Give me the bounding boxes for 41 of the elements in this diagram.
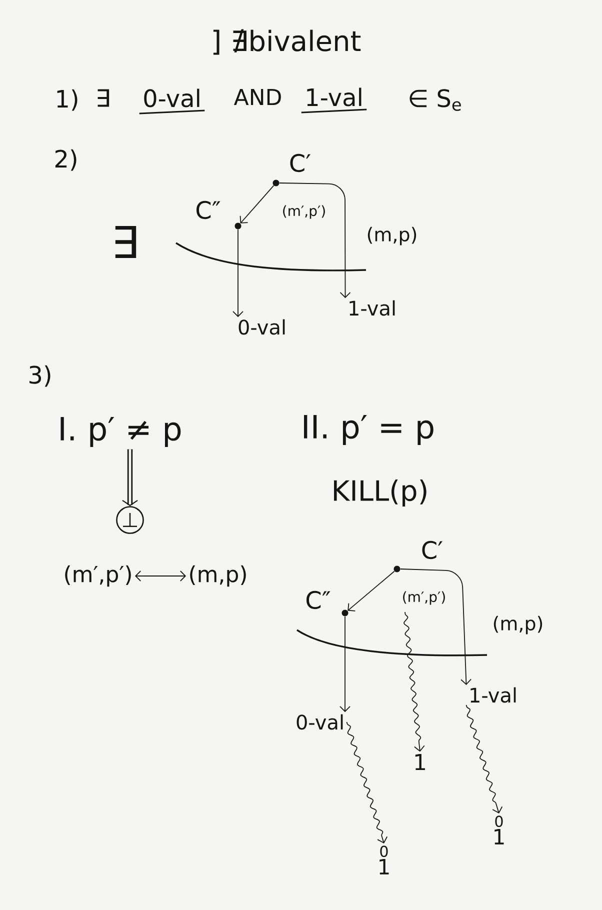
double-arrow (122, 449, 138, 506)
point-label: C′ (290, 154, 311, 172)
quantifier-symbol: ∃ (115, 226, 136, 258)
quantifier-symbol: ∃ (98, 89, 110, 107)
arrow (340, 616, 350, 712)
message-label: (m,p) (190, 565, 246, 587)
arrow (240, 185, 274, 224)
case-heading: I. p′ ≠ p (60, 417, 181, 447)
case-heading: II. p′ = p (304, 415, 434, 445)
message-label: (m′,p′) (65, 565, 131, 587)
term: 0-val (144, 88, 200, 108)
outcome-label: 0 1 (494, 816, 504, 844)
item-number: 1) (57, 89, 78, 111)
double-headed-arrow (134, 570, 186, 582)
item-number: 2) (55, 149, 76, 171)
outcome-label: 1-val (470, 687, 516, 703)
membership-expression: ∈ S$_{e}$ (410, 89, 461, 111)
action-text: KILL(p) (334, 479, 426, 507)
connective: AND (234, 88, 281, 106)
outcome-label: 1-val (350, 300, 395, 316)
arrow (279, 182, 351, 298)
term: 1-val (307, 88, 362, 106)
wavy-arrow (466, 704, 503, 814)
edge-label: (m,p) (365, 226, 419, 246)
wavy-arrow (346, 722, 388, 844)
edge-label: (m,p) (491, 614, 545, 636)
arrow (232, 229, 244, 318)
edge-label: (m′,p′) (400, 590, 448, 606)
item-number: 3) (30, 365, 50, 387)
point-label: C″ (196, 200, 220, 220)
point-label: C′ (422, 540, 443, 560)
outcome-label: 0-val (238, 319, 285, 335)
outcome-label: 0 1 (380, 846, 389, 874)
edge-label: (m′,p′) (280, 204, 328, 220)
arrow (400, 568, 472, 686)
arrow (348, 570, 395, 612)
point-label: C″ (306, 590, 330, 610)
outcome-label: 0-val (296, 714, 343, 730)
wavy-arrow (404, 612, 425, 752)
title: ] ∄bivalent (213, 29, 361, 55)
outcome-label: 1 (415, 754, 425, 770)
